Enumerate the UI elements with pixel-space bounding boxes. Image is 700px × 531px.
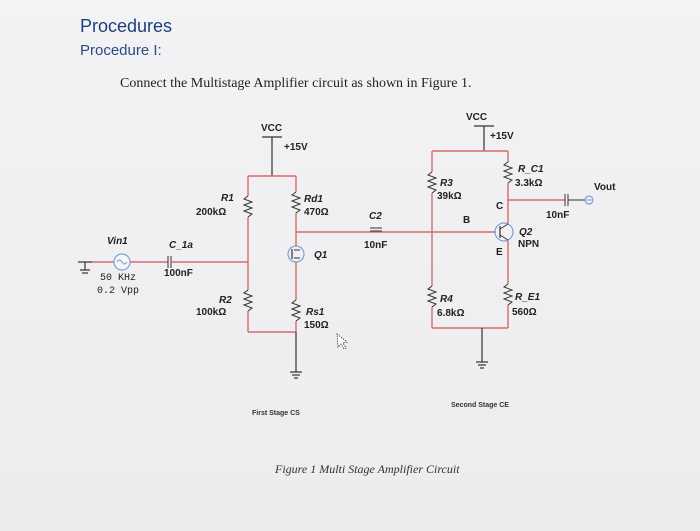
vcc2-value: +15V — [490, 131, 514, 142]
c1a-value: 100nF — [164, 268, 193, 279]
r1-value: 200kΩ — [196, 207, 226, 218]
pin-e-label: E — [496, 247, 503, 258]
input-source — [78, 253, 248, 274]
transistor-q1-icon — [287, 245, 305, 263]
vcc2-label: VCC — [466, 112, 487, 123]
source-frequency: 50 KHz — [100, 273, 136, 284]
rd1-name: Rd1 — [304, 194, 323, 205]
rc1-value: 3.3kΩ — [515, 178, 542, 189]
r2-value: 100kΩ — [196, 307, 226, 318]
r2-name: R2 — [219, 295, 232, 306]
rs1-value: 150Ω — [304, 320, 329, 331]
re1-name: R_E1 — [515, 292, 540, 303]
vout-probe-icon — [584, 195, 594, 205]
vout-label: Vout — [594, 182, 616, 193]
c2-name: C2 — [369, 211, 382, 222]
source-amplitude: 0.2 Vpp — [97, 286, 139, 297]
figure-caption: Figure 1 Multi Stage Amplifier Circuit — [275, 462, 460, 476]
transistor-q2-icon — [494, 222, 514, 242]
pin-c-label: C — [496, 201, 503, 212]
r1-name: R1 — [221, 193, 234, 204]
rc1-name: R_C1 — [518, 164, 544, 175]
instruction-text: Connect the Multistage Amplifier circuit… — [120, 76, 472, 91]
r3-name: R3 — [440, 178, 453, 189]
c1a-name: C_1a — [169, 240, 193, 251]
vcc1-label: VCC — [261, 123, 282, 134]
stage1-label: First Stage CS — [252, 410, 300, 417]
probe-cursor-icon — [336, 333, 348, 350]
second-stage — [426, 125, 594, 369]
r3-value: 39kΩ — [437, 191, 462, 202]
page-title: Procedures — [80, 16, 173, 36]
source-name: Vin1 — [107, 236, 128, 247]
r4-name: R4 — [440, 294, 453, 305]
rd1-value: 470Ω — [304, 207, 329, 218]
stage2-label: Second Stage CE — [451, 402, 509, 409]
c2-value: 10nF — [364, 240, 387, 251]
re1-value: 560Ω — [512, 307, 537, 318]
rs1-name: Rs1 — [306, 307, 325, 318]
r4-value: 6.8kΩ — [437, 308, 464, 319]
vcc1-value: +15V — [284, 142, 308, 153]
first-stage — [242, 136, 432, 379]
coupling-c2 — [370, 227, 382, 232]
q2-name: Q2 — [519, 227, 533, 238]
c-out-value: 10nF — [546, 210, 569, 221]
procedure-subtitle: Procedure I: — [80, 42, 162, 59]
pin-b-label: B — [463, 215, 470, 226]
q2-type: NPN — [518, 239, 539, 250]
q1-name: Q1 — [314, 250, 328, 261]
